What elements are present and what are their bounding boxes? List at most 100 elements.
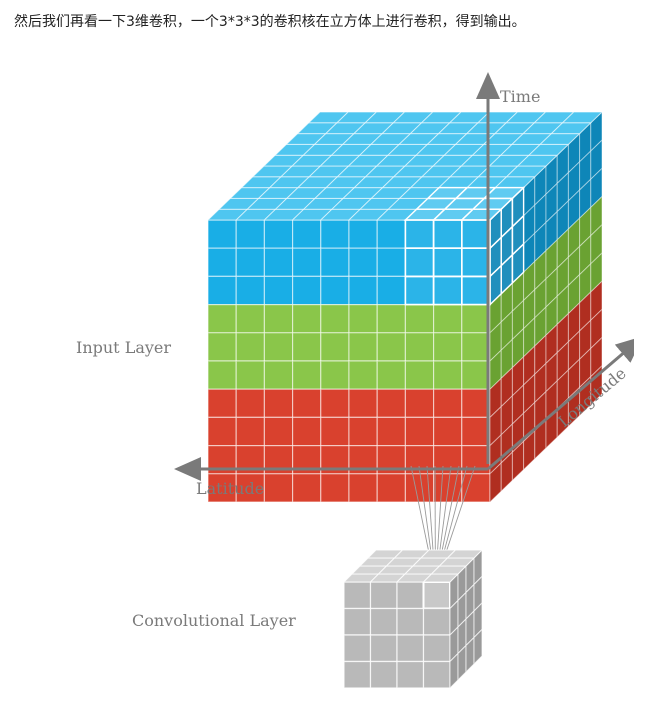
output-voxel-front [369,607,398,636]
voxel-front [207,360,237,390]
voxel-front [376,247,406,277]
kernel-highlight [403,185,526,307]
kernel-voxel-front [404,219,435,249]
output-voxel-front [369,581,398,610]
voxel-front [348,219,378,249]
voxel-front [320,219,350,249]
output-voxel-front [422,660,451,689]
kernel-voxel-side [511,242,525,285]
output-voxel-front [396,634,425,663]
voxel-front [263,416,294,447]
output-voxel-front [369,660,398,689]
input-cube-top-face [206,111,604,221]
voxel-front [263,247,294,277]
voxel-front [207,275,237,306]
output-voxel-front [343,581,372,610]
output-voxel-front [422,607,451,636]
voxel-front [376,416,406,447]
voxel-front [404,304,435,334]
output-voxel-selected [422,581,451,610]
voxel-front [348,416,378,447]
voxel-front [348,360,378,390]
output-cube [342,548,484,690]
voxel-front [263,473,294,503]
voxel-front [292,304,322,334]
conv3d-figure: Time Latitude Longitude Input Layer Conv… [76,72,634,690]
voxel-front [461,388,491,418]
voxel-front [235,416,265,447]
voxel-front [320,332,350,362]
voxel-front [292,360,322,390]
voxel-front [320,473,350,503]
voxel-front [263,360,294,390]
output-voxel-side [473,628,483,666]
voxel-front [235,360,265,390]
voxel-front [348,304,378,334]
voxel-front [263,332,294,362]
voxel-front [292,275,322,306]
voxel-front [263,304,294,334]
voxel-front [461,304,491,334]
axes: Time Latitude Longitude Input Layer Conv… [76,72,634,630]
voxel-front [404,388,435,418]
voxel-front [292,332,322,362]
voxel-front [404,416,435,447]
voxel-front [207,219,237,249]
voxel-front [263,219,294,249]
kernel-voxel-front [404,247,435,278]
voxel-front [376,388,406,418]
voxel-front [433,388,463,418]
voxel-front [320,247,350,277]
voxel-front [376,473,406,503]
voxel-front [235,304,265,334]
voxel-front [320,416,350,447]
voxel-front [235,219,265,249]
latitude-axis-label: Latitude [196,479,264,498]
voxel-front [376,275,406,306]
voxel-front [461,473,491,503]
voxel-front [461,416,491,447]
voxel-front [404,360,435,390]
voxel-front [404,332,435,362]
voxel-front [320,388,350,418]
voxel-top [561,111,604,124]
output-cube-top-face [342,549,484,583]
output-voxel-front [343,607,372,636]
output-cube-front-face [343,581,451,689]
voxel-front [348,473,378,503]
voxel-front [292,416,322,447]
conv-layer-label: Convolutional Layer [132,611,296,630]
output-voxel-front [396,660,425,689]
kernel-voxel-front [432,275,463,306]
voxel-front [376,360,406,390]
kernel-voxel-front [460,219,491,249]
voxel-front [235,388,265,418]
kernel-voxel-front [432,247,463,278]
voxel-front [376,332,406,362]
input-layer-label: Input Layer [76,338,171,357]
voxel-front [348,332,378,362]
voxel-front [207,247,237,277]
voxel-front [433,360,463,390]
output-voxel-front [343,634,372,663]
voxel-front [348,247,378,277]
voxel-front [320,360,350,390]
input-cube-front-face [207,219,491,503]
voxel-front [207,332,237,362]
voxel-front [207,388,237,418]
voxel-front [461,332,491,362]
voxel-front [235,247,265,277]
output-voxel-front [396,607,425,636]
voxel-front [348,275,378,306]
voxel-front [292,247,322,277]
voxel-front [461,360,491,390]
time-axis-label: Time [500,87,540,106]
voxel-front [292,388,322,418]
output-voxel-front [343,660,372,689]
intro-text: 然后我们再看一下3维卷积，一个3*3*3的卷积核在立方体上进行卷积，得到输出。 [14,14,526,30]
voxel-front [292,473,322,503]
voxel-front [292,219,322,249]
kernel-voxel-front [460,247,491,278]
figure-panel: Time Latitude Longitude Input Layer Conv… [38,62,634,706]
voxel-front [207,416,237,447]
